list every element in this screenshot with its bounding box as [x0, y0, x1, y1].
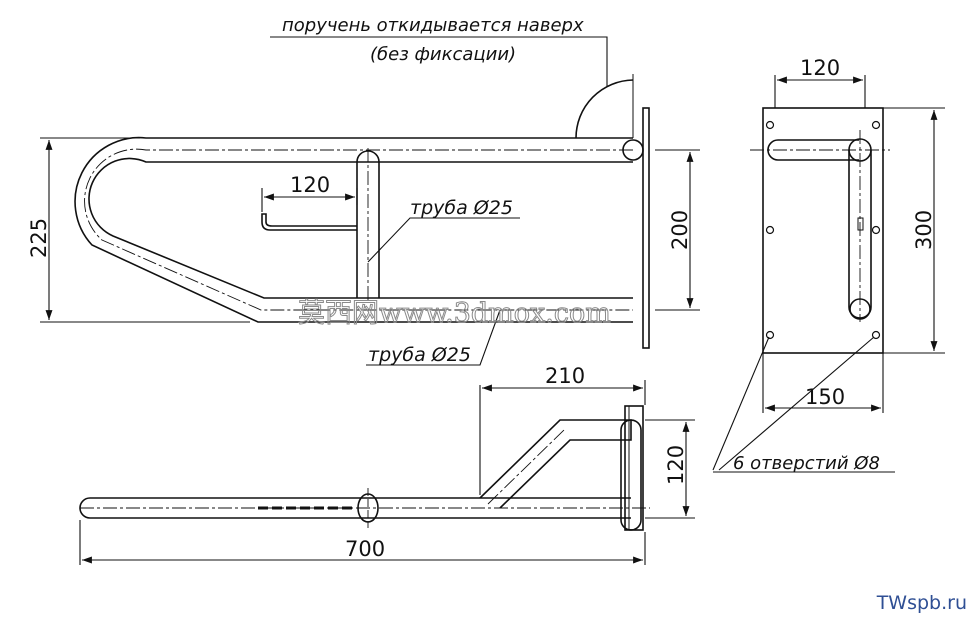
front-view [74, 74, 650, 349]
paper-holder-hook [261, 213, 357, 231]
watermark: 莫西网www.3dmox.com [298, 298, 611, 329]
holes-leader-left [712, 336, 770, 471]
brand-label: TWspb.ru [876, 592, 967, 614]
top-wall-plate [624, 405, 644, 531]
dim-150-text: 150 [805, 385, 845, 409]
wall-plate-front [762, 107, 884, 354]
hole [765, 120, 775, 130]
dim-120-side-text: 120 [664, 445, 688, 485]
side-dimensions [712, 75, 945, 473]
holes-leader-right [718, 336, 875, 471]
top-tube-vertical [620, 419, 642, 531]
dim-200-text: 200 [668, 210, 692, 250]
rail-centre-line [84, 148, 633, 311]
dim-300-text: 300 [912, 210, 936, 250]
front-leaders [270, 36, 608, 366]
side-view [762, 107, 884, 354]
wall-plate-side [642, 107, 650, 349]
top-view [79, 405, 650, 531]
top-angled-brace-centre [487, 429, 565, 505]
flip-note-line1: поручень откидывается наверх [282, 15, 584, 36]
flip-note-line2: (без фиксации) [370, 44, 516, 65]
paper-holder-slot [857, 217, 864, 231]
dim-225-text: 225 [27, 218, 51, 258]
holes-label: 6 отверстий Ø8 [733, 453, 880, 474]
flip-arc [575, 79, 634, 139]
tube-bottom-leader [366, 309, 501, 366]
flip-note-leader [270, 36, 608, 86]
top-dimensions [79, 380, 695, 565]
tube-bottom-label: труба Ø25 [368, 344, 471, 366]
rail-outer-contour [74, 136, 633, 323]
mounting-holes [765, 120, 881, 340]
dim-120-top-text: 120 [800, 56, 840, 80]
top-angled-brace [479, 419, 632, 509]
dim-700-text: 700 [345, 537, 385, 561]
hole [871, 330, 881, 340]
hole [765, 330, 775, 340]
front-dimensions [40, 137, 700, 323]
dim-210-text: 210 [545, 364, 585, 388]
hole [765, 225, 775, 235]
dim-120-holder-text: 120 [290, 173, 330, 197]
tube-top-leader [367, 217, 520, 263]
rail-inner-contour [88, 157, 633, 299]
hole [871, 120, 881, 130]
tube-top-label: труба Ø25 [410, 197, 513, 219]
hole [871, 225, 881, 235]
side-centre-lines [750, 130, 890, 322]
